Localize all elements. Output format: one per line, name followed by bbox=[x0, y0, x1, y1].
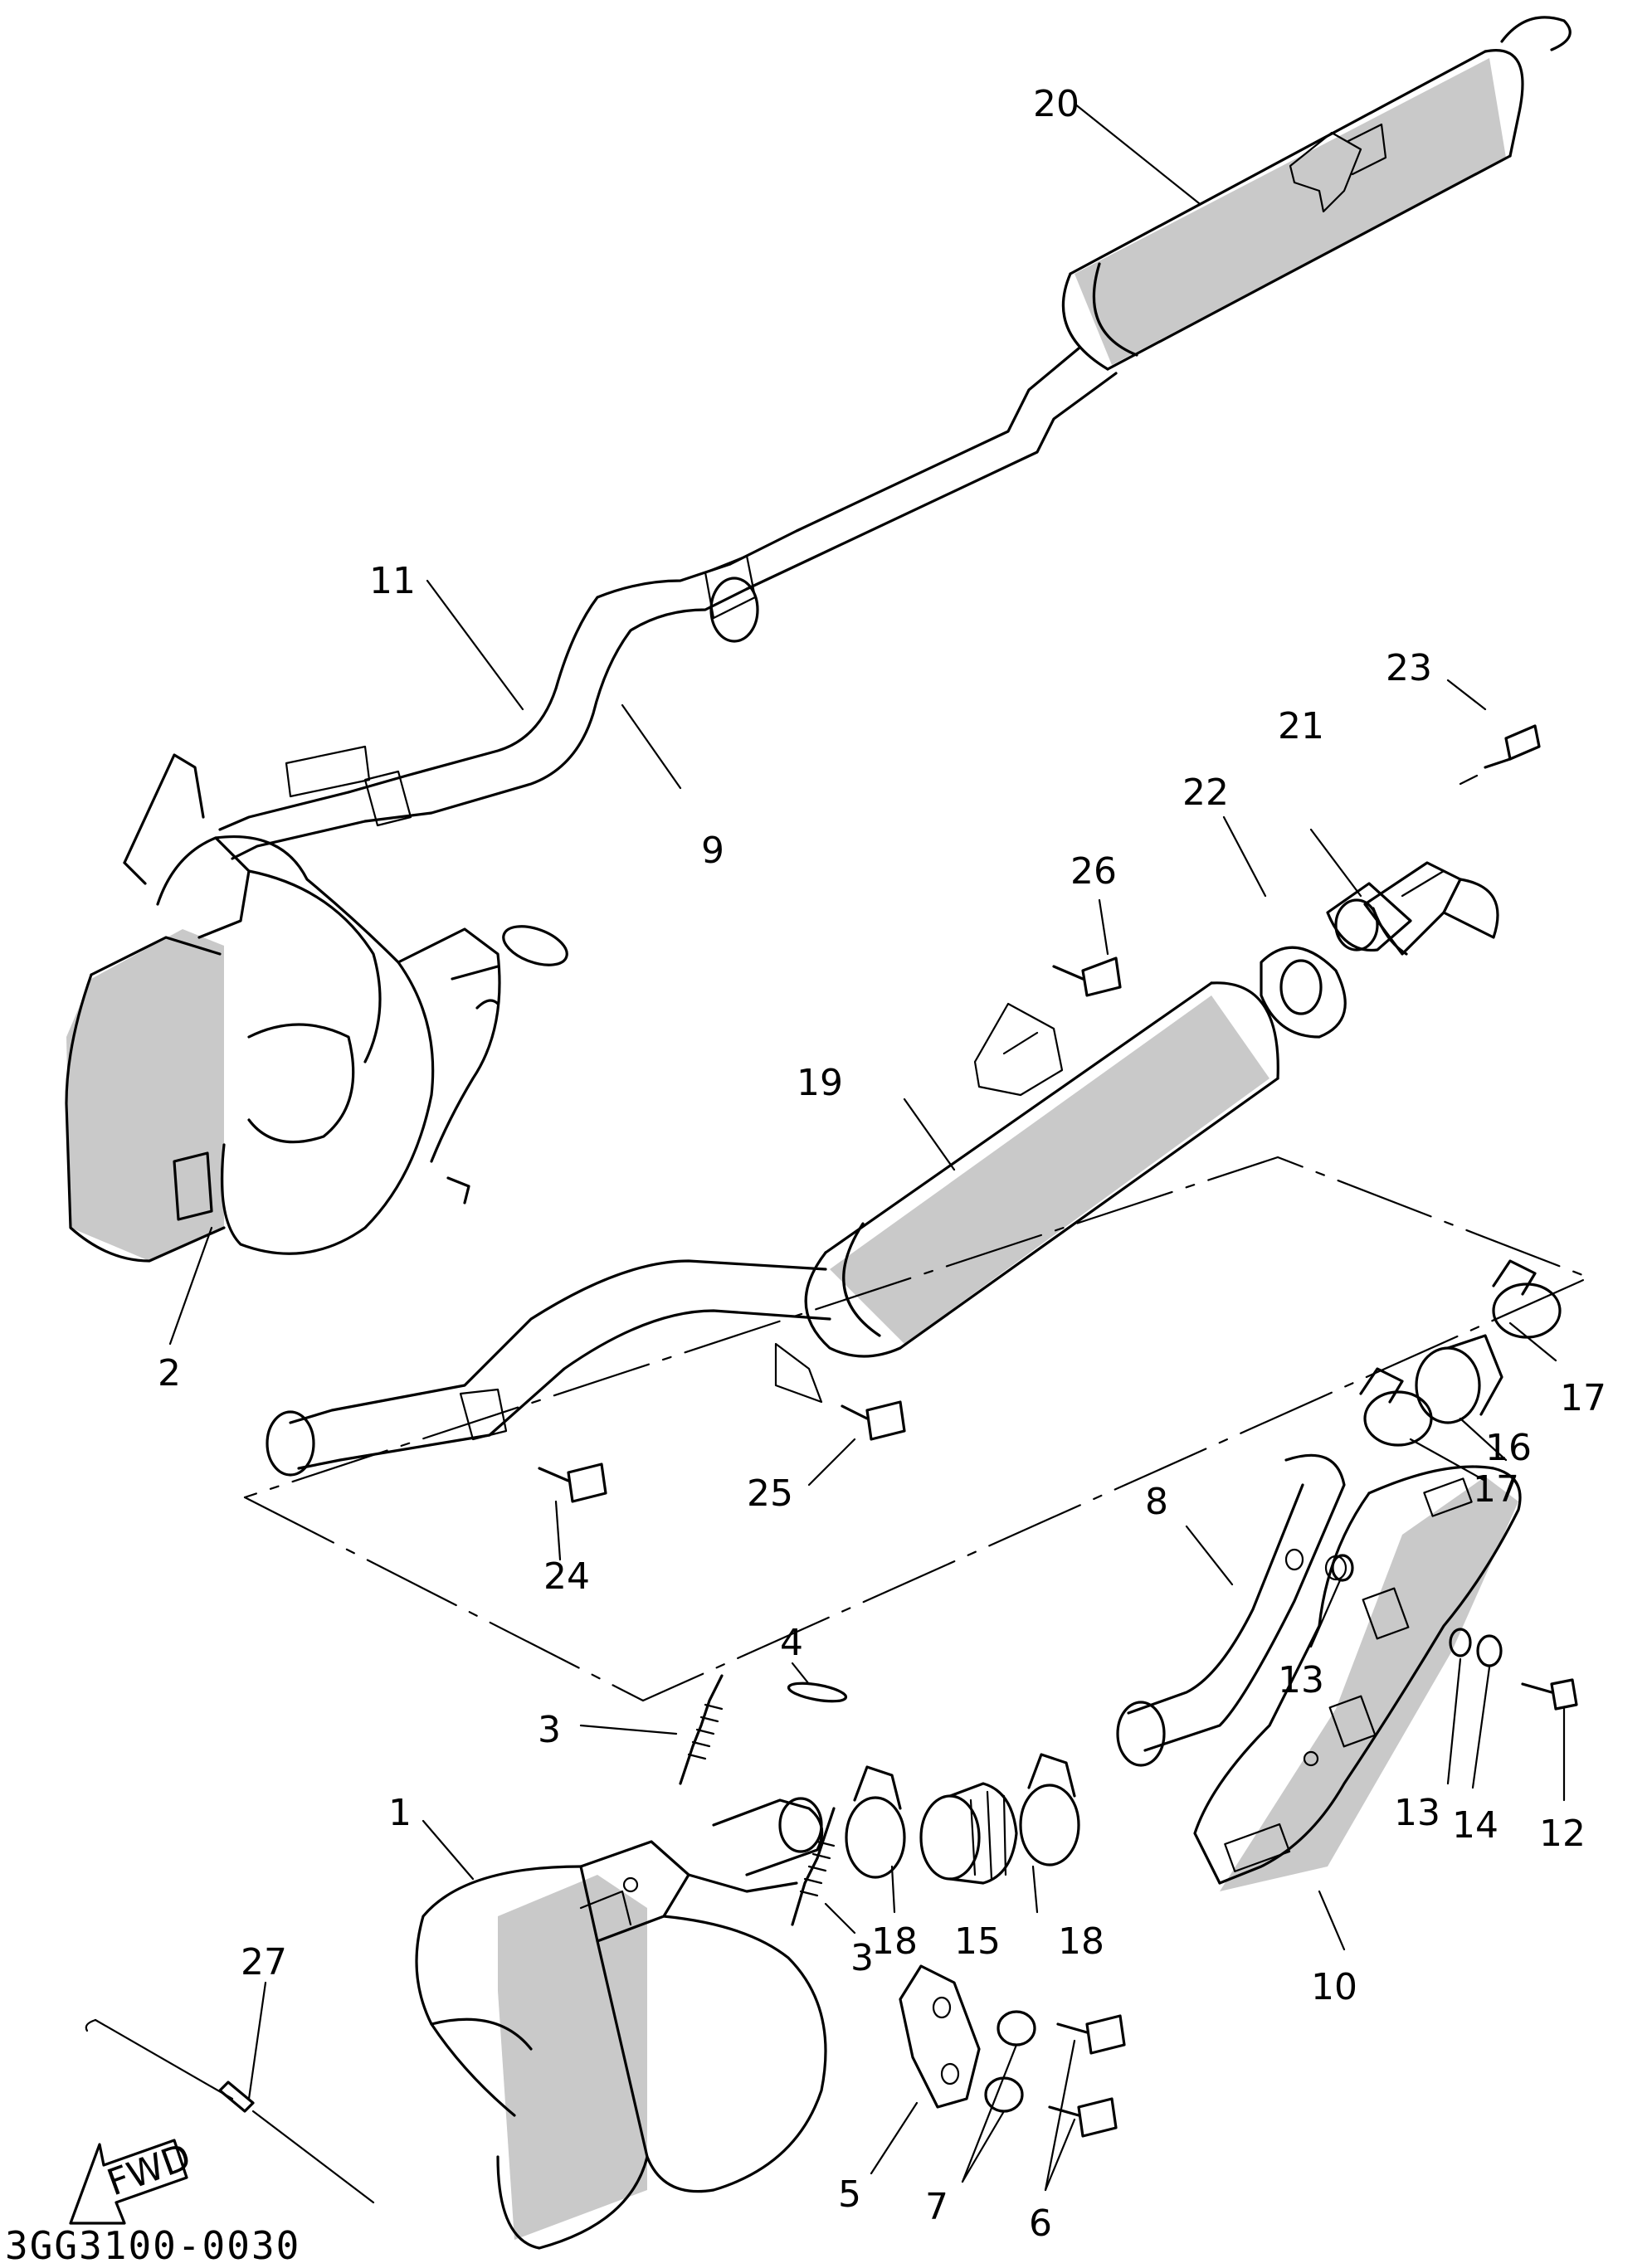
chamber-2-drawing bbox=[65, 753, 568, 1263]
bolt-25-drawing bbox=[841, 1400, 906, 1441]
gasket-22-drawing bbox=[1260, 946, 1347, 1039]
callout-17-upper: 17 bbox=[1560, 1377, 1606, 1419]
callout-3-upper: 3 bbox=[538, 1709, 561, 1751]
callout-26: 26 bbox=[1070, 850, 1117, 893]
callout-1: 1 bbox=[388, 1792, 412, 1834]
callout-9: 9 bbox=[701, 830, 724, 872]
pipe-8-drawing bbox=[1116, 1453, 1347, 1767]
callout-23: 23 bbox=[1386, 647, 1432, 689]
spring-27-drawing bbox=[85, 2018, 375, 2204]
callout-6: 6 bbox=[1029, 2202, 1052, 2245]
callout-7: 7 bbox=[925, 2186, 948, 2228]
spring-3-upper-drawing bbox=[679, 1674, 724, 1785]
callout-18-left: 18 bbox=[871, 1920, 918, 1963]
callout-11: 11 bbox=[369, 560, 416, 602]
fwd-arrow: FWD bbox=[69, 2135, 197, 2225]
callout-18-right: 18 bbox=[1058, 1920, 1104, 1963]
chamber-1-drawing bbox=[415, 1797, 827, 2250]
bolt-23-drawing bbox=[1459, 724, 1541, 786]
callout-13-upper: 13 bbox=[1278, 1659, 1324, 1701]
callout-13-lower: 13 bbox=[1394, 1792, 1440, 1834]
callout-22: 22 bbox=[1182, 771, 1229, 814]
callout-4: 4 bbox=[780, 1622, 803, 1664]
muffler-19-drawing bbox=[266, 981, 1279, 1477]
callout-5: 5 bbox=[838, 2173, 861, 2216]
clamp-17-lower-drawing bbox=[1359, 1367, 1433, 1447]
fwd-label: FWD bbox=[102, 2135, 197, 2204]
callout-17-lower: 17 bbox=[1473, 1468, 1519, 1511]
callout-8: 8 bbox=[1145, 1481, 1168, 1523]
callout-2: 2 bbox=[158, 1352, 181, 1394]
callout-15: 15 bbox=[954, 1920, 1001, 1963]
bolt-12-drawing bbox=[1521, 1678, 1578, 1711]
callout-16: 16 bbox=[1485, 1427, 1532, 1469]
sleeve-16-drawing bbox=[1415, 1334, 1503, 1424]
bolt-24-drawing bbox=[538, 1463, 607, 1503]
callout-24: 24 bbox=[543, 1555, 590, 1598]
washer-13-lower-drawing bbox=[1449, 1628, 1472, 1657]
clamp-17-upper-drawing bbox=[1492, 1259, 1562, 1339]
bolt-6-drawing bbox=[1048, 2014, 1126, 2138]
heat-guard-10-drawing bbox=[1193, 1465, 1522, 1891]
callout-10: 10 bbox=[1311, 1966, 1357, 2008]
callout-14: 14 bbox=[1452, 1804, 1498, 1847]
o-ring-4-drawing bbox=[787, 1682, 848, 1703]
washer-13-upper-drawing bbox=[1331, 1554, 1354, 1582]
joint-15-drawing bbox=[919, 1782, 1018, 1885]
bolt-26-drawing bbox=[1052, 956, 1122, 997]
callout-27: 27 bbox=[241, 1941, 287, 1983]
pipe-11-9-drawing bbox=[218, 554, 759, 860]
washer-14-drawing bbox=[1476, 1634, 1503, 1667]
leader-lines bbox=[168, 102, 1566, 2192]
callout-12: 12 bbox=[1539, 1813, 1586, 1855]
spring-3-lower-drawing bbox=[791, 1807, 836, 1926]
callout-19: 19 bbox=[797, 1062, 843, 1104]
clamp-18-right-drawing bbox=[1019, 1753, 1080, 1866]
clamp-18-left-drawing bbox=[845, 1765, 906, 1879]
callout-3-lower: 3 bbox=[850, 1937, 874, 1979]
drawing-reference-code: 3GG3100-0030 bbox=[5, 2223, 301, 2268]
muffler-20-drawing bbox=[729, 16, 1572, 591]
callout-21: 21 bbox=[1278, 705, 1324, 747]
bracket-5-drawing bbox=[899, 1964, 981, 2109]
callout-numbers: 20 11 9 2 19 22 21 23 26 17 16 17 8 13 1… bbox=[158, 83, 1606, 2245]
exploded-view-frame bbox=[243, 1156, 1591, 1702]
callout-25: 25 bbox=[747, 1472, 793, 1515]
end-cap-21-drawing bbox=[1326, 861, 1499, 956]
callout-20: 20 bbox=[1033, 83, 1079, 125]
